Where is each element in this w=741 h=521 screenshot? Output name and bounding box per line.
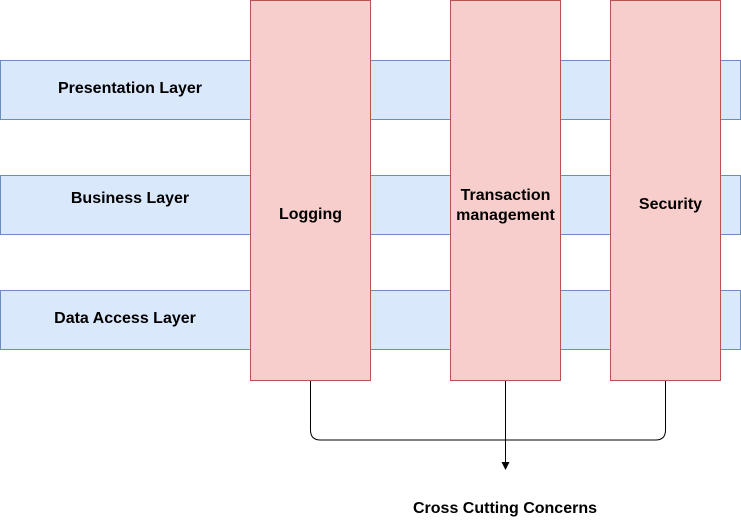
connector-bracket-line [310,381,666,441]
logging-label: Logging [278,206,343,223]
transaction-label-line1: Transaction [460,187,551,204]
transaction-label-line2: management [456,207,555,224]
transaction-management-label: Transaction management [440,186,571,226]
arrow-head-icon [501,462,510,470]
security-column [610,0,721,381]
logging-column [250,0,371,381]
presentation-layer-label: Presentation Layer [57,80,203,97]
data-access-layer-label: Data Access Layer [54,310,196,327]
security-label: Security [638,196,703,213]
cross-cutting-concerns-caption: Cross Cutting Concerns [412,500,597,517]
business-layer-label: Business Layer [70,190,190,207]
transaction-management-column [450,0,561,381]
